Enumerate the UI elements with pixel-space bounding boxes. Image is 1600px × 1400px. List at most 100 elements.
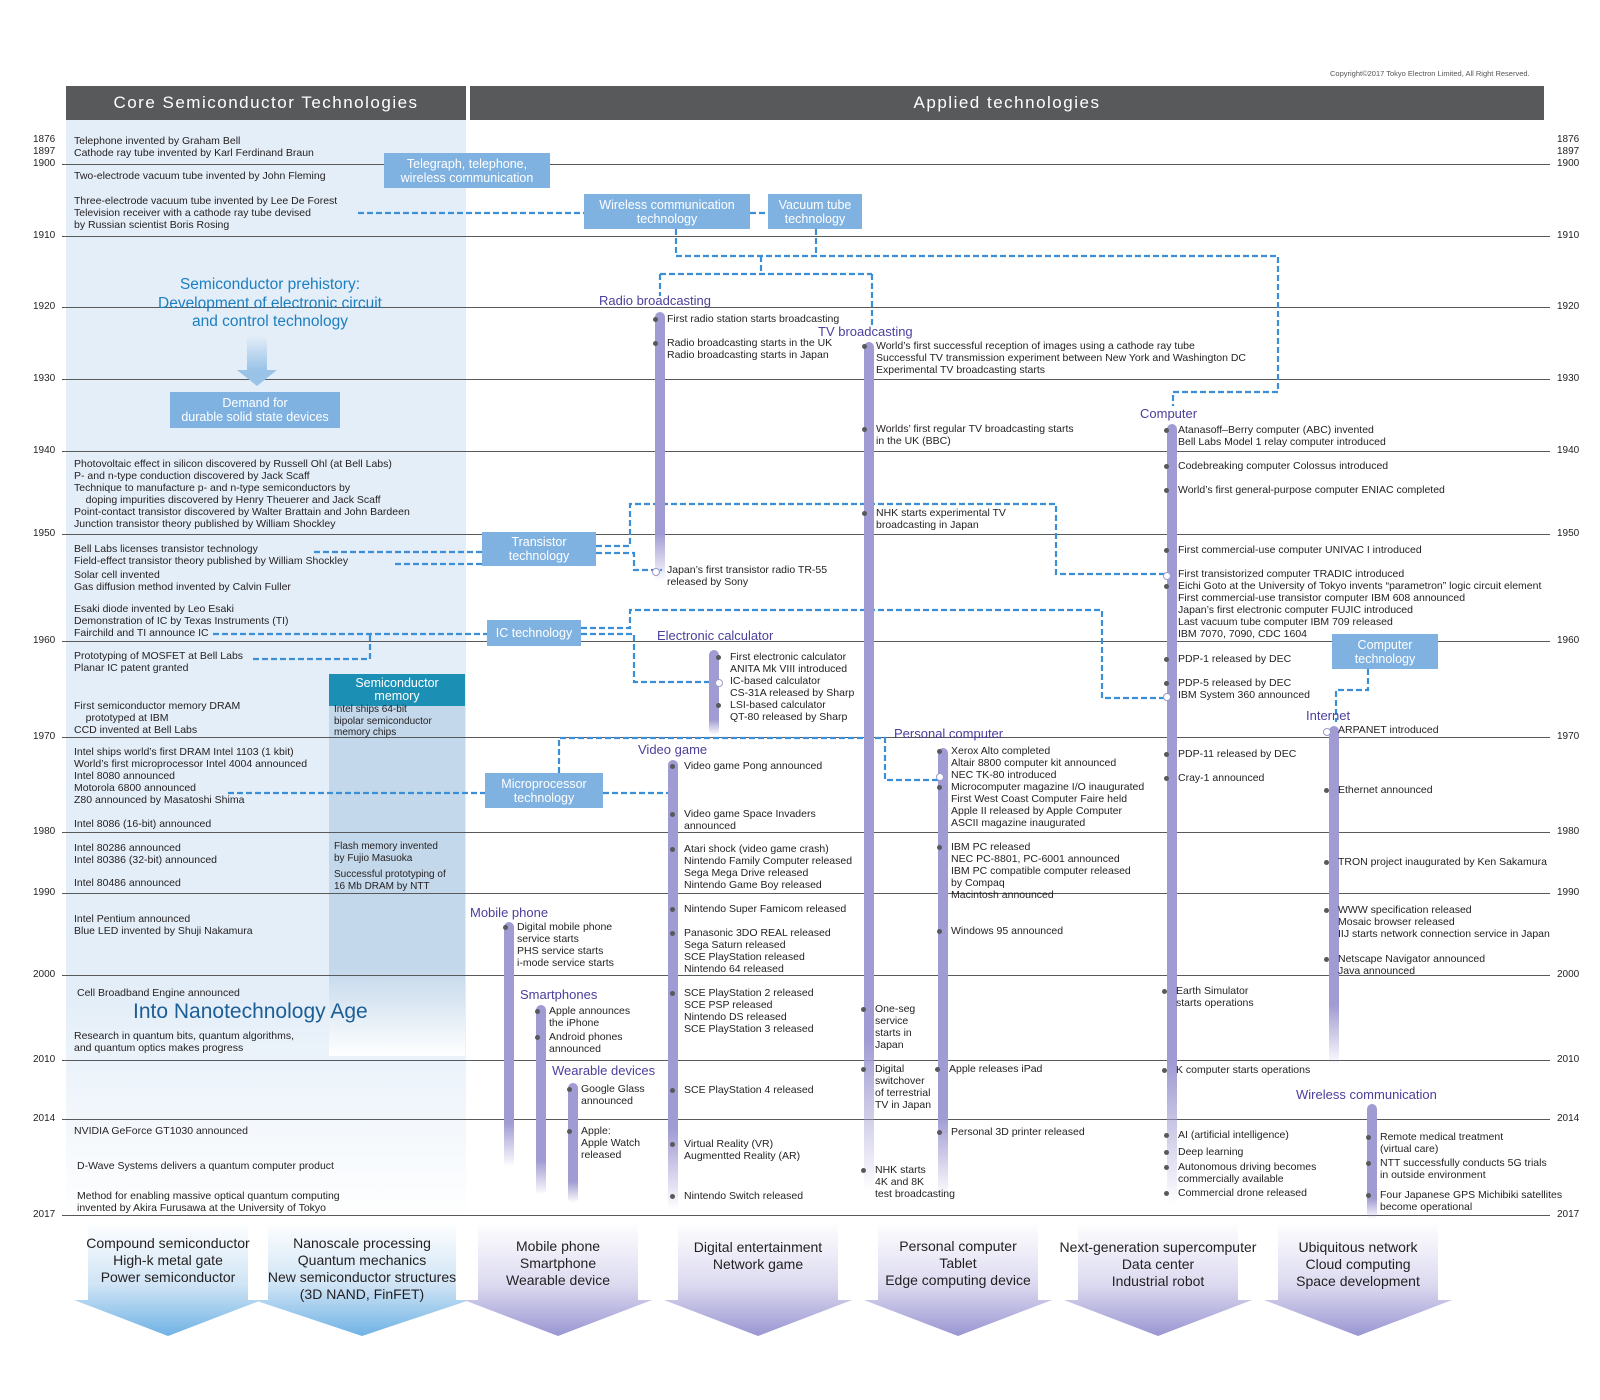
year-label-left: 1980 — [33, 826, 56, 837]
category-label: Computer — [1140, 406, 1198, 421]
year-gridline — [62, 1215, 1550, 1216]
timeline-event: Radio broadcasting starts in the UK Radi… — [667, 337, 833, 361]
timeline-event: NHK starts experimental TV broadcasting … — [876, 507, 1006, 531]
semiconductor-prehistory-label: Semiconductor prehistory: Development of… — [158, 276, 382, 330]
event-dot — [1162, 989, 1167, 994]
timeline-event: SCE PlayStation 4 released — [684, 1084, 814, 1096]
year-label-right: 1960 — [1557, 635, 1580, 646]
event-dot — [670, 1088, 675, 1093]
year-label-right: 1876 — [1557, 134, 1580, 145]
timeline-event: Atanasoff–Berry computer (ABC) invented … — [1178, 424, 1386, 448]
timeline-event: Virtual Reality (VR) Augmentted Reality … — [684, 1138, 801, 1162]
year-label-right: 2014 — [1557, 1113, 1580, 1124]
event-dot — [862, 511, 867, 516]
demand-solid-state-box: Demand for durable solid state devices — [170, 392, 340, 428]
event-dot — [670, 931, 675, 936]
year-label-right: 1970 — [1557, 731, 1580, 742]
timeline-event: Digital mobile phone service starts PHS … — [517, 921, 614, 969]
event-dot — [670, 1194, 675, 1199]
event-dot — [1366, 1161, 1371, 1166]
event-dot — [1164, 657, 1169, 662]
year-label-right: 1940 — [1557, 445, 1580, 456]
calculator-timeline — [709, 650, 719, 735]
core-event: First semiconductor memory DRAM prototyp… — [74, 700, 241, 736]
technology-box: Telegraph, telephone, wireless communica… — [384, 153, 550, 188]
category-label: Radio broadcasting — [599, 293, 712, 308]
event-dot — [670, 1142, 675, 1147]
category-label: Mobile phone — [470, 905, 549, 920]
timeline-event: Android phones announced — [549, 1031, 623, 1055]
year-label-right: 1920 — [1557, 301, 1580, 312]
year-label-right: 1980 — [1557, 826, 1580, 837]
bottom-label-entertainment: Digital entertainment Network game — [693, 1239, 823, 1272]
year-gridline — [62, 236, 1550, 237]
core-event: Intel 8086 (16-bit) announced — [74, 818, 212, 830]
year-label-right: 1910 — [1557, 230, 1580, 241]
timeline-event: Commercial drone released — [1178, 1187, 1307, 1199]
nanotechnology-age-label: Into Nanotechnology Age — [133, 1000, 368, 1023]
year-label-right: 1897 — [1557, 146, 1580, 157]
timeline-event: Apple releases iPad — [949, 1063, 1043, 1075]
event-dot — [716, 703, 721, 708]
applied-technologies-header: Applied technologies — [470, 86, 1544, 120]
event-dot — [1164, 1165, 1169, 1170]
technology-box: Computer technology — [1332, 634, 1438, 669]
timeline-event: Deep learning — [1178, 1146, 1244, 1158]
core-technologies-header: Core Semiconductor Technologies — [66, 86, 466, 120]
event-marker-open — [1163, 693, 1171, 701]
core-event: Method for enabling massive optical quan… — [77, 1190, 340, 1214]
year-label-right: 1900 — [1557, 158, 1580, 169]
event-dot — [1162, 1068, 1167, 1073]
event-dot — [937, 785, 942, 790]
event-dot — [1164, 584, 1169, 589]
connector-to-computer — [674, 229, 1280, 406]
connector-transistor-to-tradic — [596, 502, 1172, 576]
event-dot — [653, 317, 658, 322]
tv-timeline — [864, 342, 874, 1192]
event-dot — [1164, 1191, 1169, 1196]
category-label: Wireless communication — [1296, 1087, 1437, 1102]
technology-box: Vacuum tube technology — [768, 194, 862, 229]
timeline-event: Japan’s first transistor radio TR-55 rel… — [667, 564, 828, 588]
timeline-event: Netscape Navigator announced Java announ… — [1338, 953, 1486, 977]
core-event: Prototyping of MOSFET at Bell Labs Plana… — [74, 650, 244, 674]
timeline-event: Personal 3D printer released — [951, 1126, 1085, 1138]
semiconductor-memory-column — [329, 706, 465, 1056]
core-event: Intel 80486 announced — [74, 877, 181, 889]
timeline-event: Nintendo Switch released — [684, 1190, 804, 1202]
event-dot — [653, 341, 658, 346]
category-label: Smartphones — [520, 987, 598, 1002]
timeline-event: Earth Simulator starts operations — [1176, 985, 1254, 1009]
year-label-left: 1930 — [33, 373, 56, 384]
timeline-event: ARPANET introduced — [1338, 724, 1439, 736]
timeline-event: NEC TK-80 introduced — [951, 769, 1057, 781]
event-dot — [861, 1007, 866, 1012]
core-event: Photovoltaic effect in silicon discovere… — [74, 458, 410, 530]
core-event: Three-electrode vacuum tube invented by … — [74, 195, 338, 231]
event-dot — [1164, 464, 1169, 469]
connector-micro-to-pc — [557, 736, 942, 782]
event-dot — [716, 655, 721, 660]
wearable-timeline — [568, 1083, 578, 1203]
year-label-right: 2010 — [1557, 1054, 1580, 1065]
core-event: Cell Broadband Engine announced — [77, 987, 240, 999]
semiconductor-memory-box: Semiconductor memory — [329, 674, 465, 706]
year-label-left: 1990 — [33, 887, 56, 898]
event-dot — [1164, 488, 1169, 493]
event-dot — [1164, 776, 1169, 781]
year-gridline — [62, 1119, 1550, 1120]
year-label-right: 1950 — [1557, 528, 1580, 539]
pc-timeline — [938, 748, 948, 1198]
year-gridline — [62, 975, 1550, 976]
mobile-timeline — [504, 922, 514, 1167]
bottom-label-network: Ubiquitous network Cloud computing Space… — [1296, 1239, 1420, 1289]
event-dot — [1366, 1193, 1371, 1198]
year-label-left: 1960 — [33, 635, 56, 646]
bottom-label-supercomputer: Next-generation supercomputer Data cente… — [1059, 1239, 1257, 1289]
year-label-left: 1920 — [33, 301, 56, 312]
timeline-event: Codebreaking computer Colossus introduce… — [1178, 460, 1389, 472]
year-gridline — [62, 164, 1550, 165]
event-dot — [862, 344, 867, 349]
event-dot — [1164, 548, 1169, 553]
category-label: Personal computer — [894, 726, 1004, 741]
